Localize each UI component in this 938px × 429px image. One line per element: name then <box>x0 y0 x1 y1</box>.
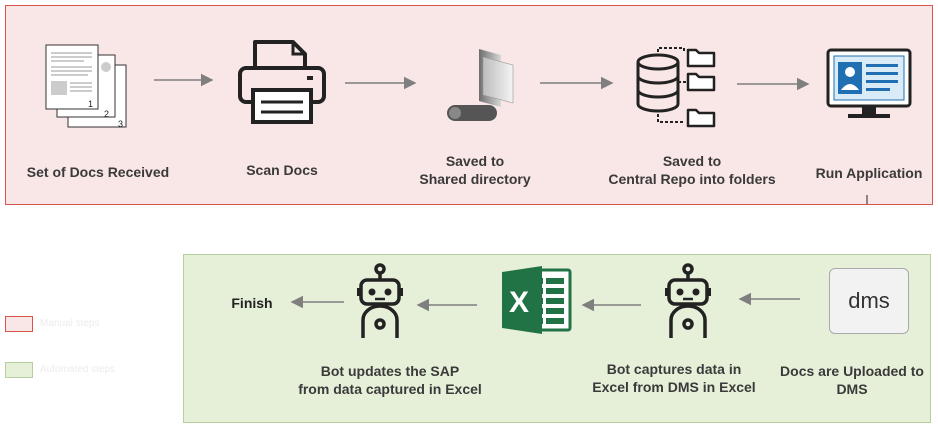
robot-icon <box>357 263 403 338</box>
database-folders-icon <box>636 47 716 128</box>
excel-icon-letter: X <box>509 286 529 319</box>
doc-page-number-1: 1 <box>88 99 93 109</box>
legend-label-manual: Manual steps <box>40 318 100 329</box>
step-label-docs-received: Set of Docs Received <box>26 164 170 180</box>
dms-icon: dms <box>829 268 909 334</box>
robot-icon <box>665 263 711 338</box>
step-label-scan-docs: Scan Docs <box>246 162 318 178</box>
excel-icon: X <box>502 266 572 334</box>
doc-page-number-3: 3 <box>118 119 123 129</box>
printer-icon <box>238 40 326 124</box>
doc-page-number-2: 2 <box>104 109 109 119</box>
documents-icon: 1 2 3 <box>45 44 127 129</box>
step-label-bot-updates-sap: Bot updates the SAP from data captured i… <box>298 363 482 397</box>
step-label-docs-uploaded: Docs are Uploaded to DMS <box>780 363 924 397</box>
step-label-central-repo: Saved to Central Repo into folders <box>608 153 776 187</box>
shared-folder-icon <box>447 49 514 121</box>
computer-user-icon <box>826 48 912 118</box>
legend-swatch-manual <box>5 316 33 332</box>
step-label-shared-directory: Saved to Shared directory <box>419 153 531 187</box>
step-label-run-application: Run Application <box>815 165 923 181</box>
step-label-bot-captures: Bot captures data in Excel from DMS in E… <box>592 361 756 395</box>
dms-icon-text: dms <box>848 288 890 313</box>
finish-label: Finish <box>231 295 273 311</box>
legend-label-automated: Automated steps <box>40 364 116 375</box>
legend-swatch-automated <box>5 362 33 378</box>
